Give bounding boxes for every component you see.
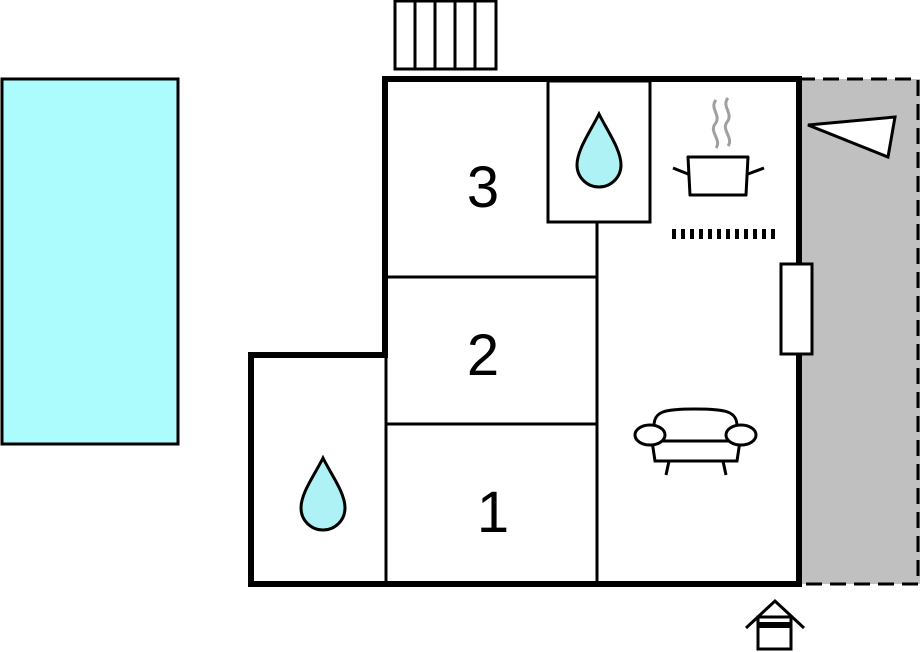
water-drop-icon — [575, 110, 623, 189]
window — [779, 262, 814, 356]
compass-north-icon — [807, 115, 897, 160]
sofa-icon — [633, 407, 758, 476]
entrance-icon — [744, 598, 806, 651]
water-drop-icon — [299, 454, 347, 532]
swimming-pool — [0, 77, 180, 446]
room-number-1: 1 — [477, 480, 509, 545]
terrace — [799, 77, 920, 586]
cooking-pot-icon — [672, 97, 765, 197]
stairs-icon — [393, 0, 498, 71]
room-number-3: 3 — [467, 155, 499, 220]
outer-walls — [248, 76, 802, 587]
room-number-2: 2 — [467, 323, 499, 388]
